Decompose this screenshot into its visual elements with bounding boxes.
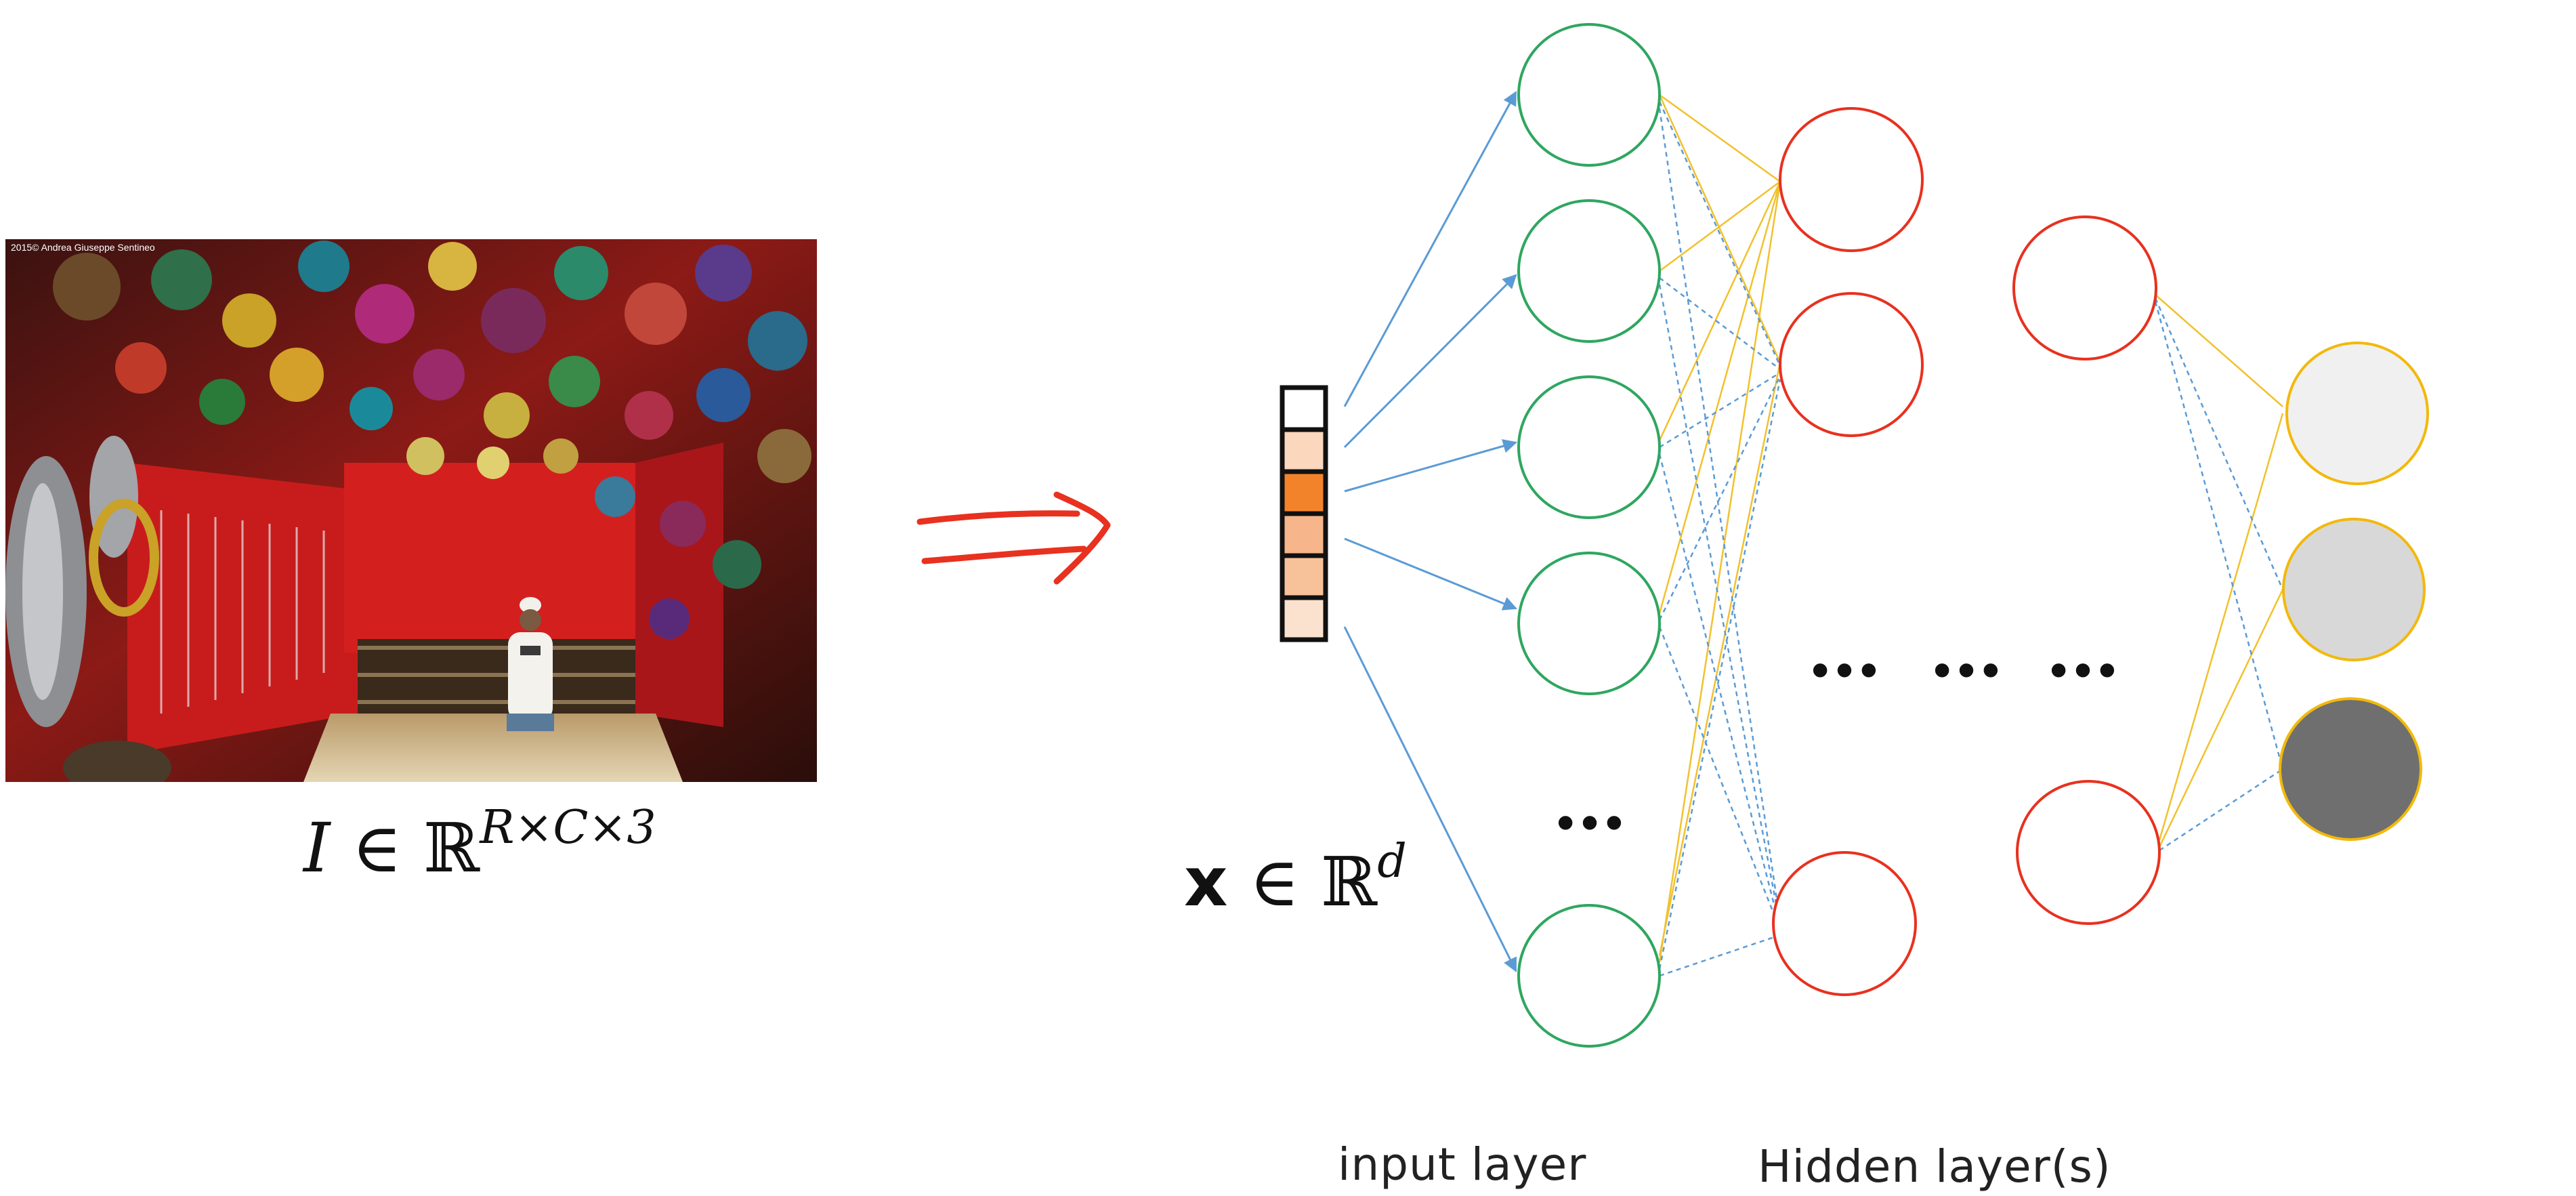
output-node-1 (2285, 342, 2429, 485)
input-to-hidden-edges (1658, 94, 1781, 977)
input-node-1 (1517, 23, 1661, 167)
hidden-node-3 (1772, 851, 1917, 996)
lamp-shop-photo (5, 239, 817, 782)
output-node-3 (2279, 697, 2422, 841)
input-node-2 (1517, 199, 1661, 343)
hidden-ellipsis-3: … (2046, 606, 2120, 694)
hidden-layers-label: Hidden layer(s) (1758, 1140, 2111, 1193)
input-vector (1280, 385, 1328, 642)
input-node-4 (1517, 552, 1661, 695)
input-node-3 (1517, 375, 1661, 519)
vector-cell (1280, 511, 1328, 558)
hidden-node-2 (1779, 292, 1924, 437)
input-node-5 (1517, 904, 1661, 1048)
hidden-node-last-2 (2016, 780, 2161, 925)
photo-credit: 2015© Andrea Giuseppe Sentineo (11, 242, 155, 253)
vector-exponent: d (1377, 835, 1407, 888)
hidden-ellipsis-2: … (1929, 606, 2004, 694)
input-layer-label: input layer (1338, 1138, 1587, 1191)
output-node-2 (2282, 518, 2426, 661)
image-member-sign: ∈ (352, 808, 402, 888)
input-layer (1517, 23, 1661, 1048)
vector-cell (1280, 595, 1328, 642)
input-arrows (1343, 91, 1518, 972)
hidden-ellipsis-1: … (1807, 606, 1882, 694)
image-symbol: I (303, 808, 331, 888)
output-layer (2279, 342, 2429, 841)
input-layer-ellipsis: … (1553, 759, 1627, 846)
vector-formula: x ∈ ℝd (1184, 839, 1407, 916)
input-image: 2015© Andrea Giuseppe Sentineo (5, 239, 817, 782)
shopkeeper-figure (507, 597, 554, 731)
vector-cell (1280, 553, 1328, 600)
image-exponent: R×C×3 (480, 801, 656, 854)
hidden-to-output-edges (2154, 294, 2284, 852)
hidden-layer-last (2012, 215, 2161, 925)
vector-symbol: x (1184, 842, 1228, 922)
image-set-symbol: ℝ (423, 808, 480, 888)
hanging-lamps (53, 241, 811, 639)
image-formula: I ∈ ℝR×C×3 (303, 805, 656, 882)
vector-cell (1280, 469, 1328, 516)
vector-cell (1280, 427, 1328, 474)
implies-arrow-icon (916, 491, 1111, 585)
vector-cell (1280, 385, 1328, 432)
hidden-node-last-1 (2012, 215, 2157, 360)
vector-set-symbol: ℝ (1321, 842, 1378, 922)
vector-member-sign: ∈ (1249, 842, 1300, 922)
hidden-layer-1 (1772, 107, 1924, 996)
hidden-node-1 (1779, 107, 1924, 252)
